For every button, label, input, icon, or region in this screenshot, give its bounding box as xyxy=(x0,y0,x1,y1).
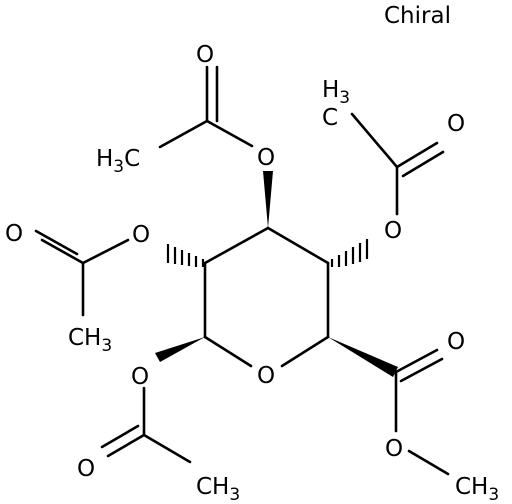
c1-carbonyl-oxygen-label: O xyxy=(77,456,95,482)
chirality-label: Chiral xyxy=(384,3,451,29)
c2-acetate-group: O O CH3 xyxy=(5,221,205,356)
c1-acetate-group: O O CH3 xyxy=(77,337,240,504)
c4-acetate-group: O O H3 C xyxy=(322,77,465,267)
c1-wedge-bond xyxy=(155,337,205,362)
c1-ester-oxygen-label: O xyxy=(131,364,149,390)
c4-carbonyl-oxygen-label: O xyxy=(447,111,465,137)
c2-hashed-bond xyxy=(166,244,205,267)
c4-ester-oxygen-label: O xyxy=(384,218,402,244)
c2-methyl-label: CH3 xyxy=(68,325,112,356)
c5-carbonyl-oxygen-label: O xyxy=(447,329,465,355)
c4-methyl-carbon-label: C xyxy=(322,105,338,131)
c3-methyl-label: H3C xyxy=(96,146,140,177)
c5-wedge-bond xyxy=(328,337,398,377)
pyranose-ring: O xyxy=(203,226,330,389)
c3-ester-oxygen-label: O xyxy=(257,145,275,171)
c1-methyl-label: CH3 xyxy=(196,474,240,504)
c3-wedge-bond xyxy=(263,171,273,228)
c5-ester-oxygen-label: O xyxy=(385,436,403,462)
c3-carbonyl-oxygen-label: O xyxy=(196,42,214,68)
c5-methyl-ester-group: O O CH3 xyxy=(328,329,499,504)
ester-methyl-label: CH3 xyxy=(455,474,499,504)
c2-ester-oxygen-label: O xyxy=(132,222,150,248)
ring-oxygen-label: O xyxy=(257,363,275,389)
c4-hashed-bond xyxy=(330,239,369,267)
c2-carbonyl-oxygen-label: O xyxy=(5,221,23,247)
c3-acetate-group: O O H3C xyxy=(96,42,275,228)
c4-methyl-hydrogen-label: H3 xyxy=(322,77,350,108)
